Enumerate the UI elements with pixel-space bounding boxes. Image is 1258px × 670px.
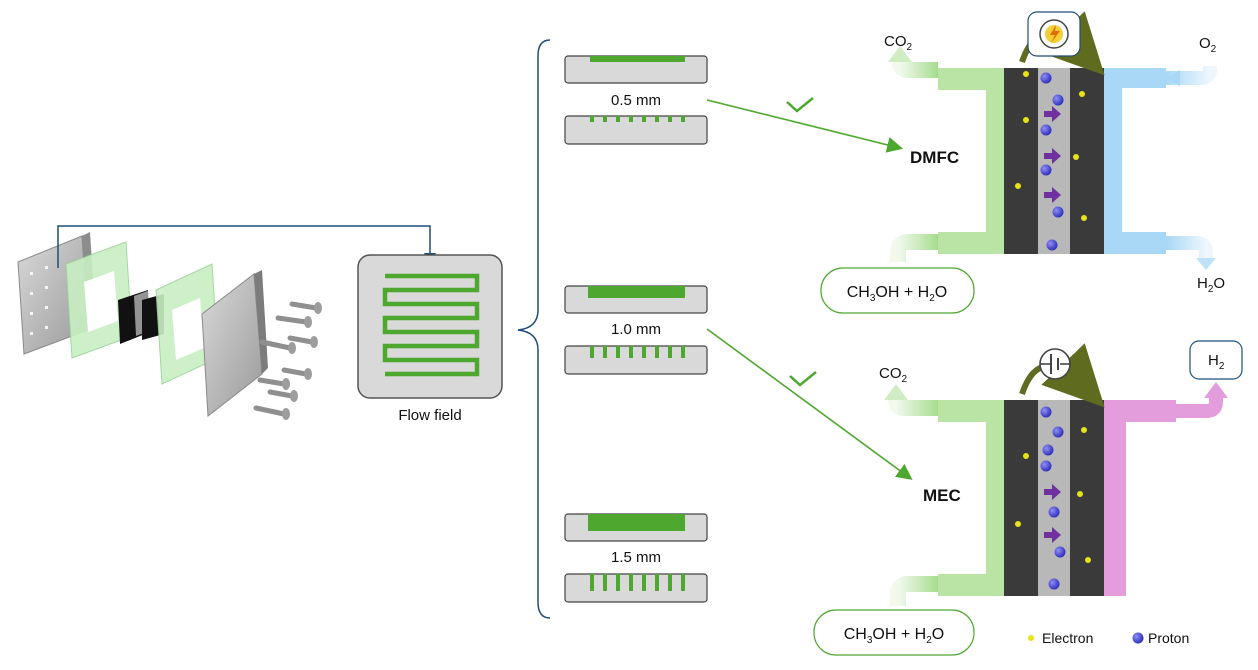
mec-feed-box (813, 609, 975, 656)
brace (517, 39, 551, 619)
check-icon-mec (789, 371, 817, 387)
channel-depth-label-3: 1.5 mm (611, 549, 661, 566)
mec-cell-schematic (884, 343, 1228, 606)
electron-legend-icon (1028, 635, 1034, 641)
mec-h2-box (1189, 340, 1243, 380)
legend: Electron Proton (1028, 630, 1189, 646)
legend-proton-label: Proton (1148, 630, 1189, 646)
dmfc-o2-label: O2 (1199, 35, 1217, 55)
selection-arrow-mec (706, 328, 913, 480)
dmfc-h2o-label: H2O (1197, 275, 1225, 295)
callout-connector-arrow (57, 225, 436, 268)
channel-depth-label-2: 1.0 mm (611, 321, 661, 338)
mec-label: MEC (923, 486, 961, 505)
mec-h2-label: H2 (1208, 352, 1225, 372)
channel-section-1.0mm (564, 285, 708, 375)
channel-depth-label-1: 0.5 mm (611, 92, 661, 109)
proton-legend-icon (1132, 632, 1144, 644)
bolts (253, 301, 319, 417)
dmfc-feed-box (820, 267, 975, 314)
legend-electron-label: Electron (1042, 630, 1093, 646)
mec-feed-label: CH3OH + H2O (844, 626, 944, 646)
check-icon-dmfc (786, 97, 814, 113)
exploded-stack-illustration (17, 232, 322, 420)
selection-arrow-dmfc (706, 99, 904, 153)
dmfc-cell-schematic (888, 11, 1217, 270)
channel-section-1.5mm (564, 513, 708, 603)
channel-section-0.5mm (564, 55, 708, 145)
mec-co2-label: CO2 (879, 365, 908, 385)
flow-field-tile (357, 254, 503, 399)
dmfc-feed-label: CH3OH + H2O (847, 284, 947, 304)
dmfc-label: DMFC (910, 148, 959, 167)
dmfc-co2-label: CO2 (884, 33, 913, 53)
flow-field-label: Flow field (398, 407, 461, 424)
